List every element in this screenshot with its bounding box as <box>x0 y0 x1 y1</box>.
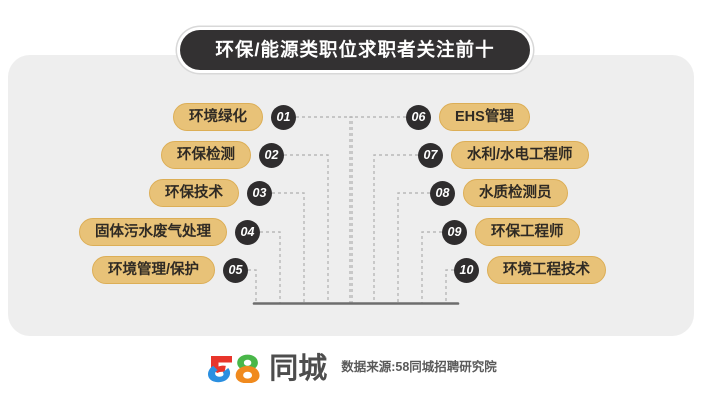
rank-row-07[interactable]: 07 水利/水电工程师 <box>418 140 702 170</box>
rank-badge-10: 10 <box>454 257 479 283</box>
rank-badge-03: 03 <box>247 180 272 206</box>
job-label-04: 固体污水废气处理 <box>95 223 211 240</box>
data-source-label: 数据来源:58同城招聘研究院 <box>341 359 497 374</box>
job-label-03: 环保技术 <box>165 184 223 201</box>
job-label-07: 水利/水电工程师 <box>467 146 573 163</box>
rank-number-07: 07 <box>423 147 438 162</box>
rank-number-04: 04 <box>240 224 255 239</box>
rank-row-08[interactable]: 08 水质检测员 <box>430 178 702 208</box>
job-pill-06[interactable]: EHS管理 <box>439 103 530 131</box>
rank-number-08: 08 <box>435 185 450 200</box>
rank-badge-01: 01 <box>271 104 296 130</box>
rank-badge-05: 05 <box>223 257 248 283</box>
rank-row-09[interactable]: 09 环保工程师 <box>442 217 702 247</box>
rank-row-03[interactable]: 环保技术 03 <box>0 178 272 208</box>
rank-number-09: 09 <box>447 224 462 239</box>
logo-58-mark-icon <box>205 353 267 383</box>
rank-number-03: 03 <box>252 185 267 200</box>
job-label-09: 环保工程师 <box>491 223 564 240</box>
job-label-01: 环境绿化 <box>189 108 247 125</box>
rank-badge-08: 08 <box>430 180 455 206</box>
job-label-06: EHS管理 <box>455 108 514 125</box>
rank-badge-04: 04 <box>235 219 260 245</box>
rank-number-06: 06 <box>411 109 426 124</box>
rank-number-01: 01 <box>276 109 291 124</box>
rank-row-04[interactable]: 固体污水废气处理 04 <box>0 217 260 247</box>
job-label-02: 环保检测 <box>177 146 235 163</box>
job-pill-05[interactable]: 环境管理/保护 <box>91 256 215 284</box>
job-label-08: 水质检测员 <box>479 184 552 201</box>
rank-number-02: 02 <box>264 147 279 162</box>
rank-badge-02: 02 <box>259 142 284 168</box>
job-pill-04[interactable]: 固体污水废气处理 <box>79 218 227 246</box>
job-pill-02[interactable]: 环保检测 <box>161 141 251 169</box>
rank-row-02[interactable]: 环保检测 02 <box>0 140 284 170</box>
job-pill-01[interactable]: 环境绿化 <box>173 103 263 131</box>
brand-logo: 同城 <box>205 353 328 385</box>
rank-badge-06: 06 <box>406 104 431 130</box>
job-pill-08[interactable]: 水质检测员 <box>463 179 568 207</box>
rank-badge-09: 09 <box>442 219 467 245</box>
rank-row-05[interactable]: 环境管理/保护 05 <box>0 255 248 285</box>
job-label-10: 环境工程技术 <box>503 261 590 278</box>
job-pill-09[interactable]: 环保工程师 <box>475 218 580 246</box>
rank-row-01[interactable]: 环境绿化 01 <box>0 102 296 132</box>
rank-number-10: 10 <box>459 262 474 277</box>
rank-row-10[interactable]: 10 环境工程技术 <box>454 255 702 285</box>
job-pill-03[interactable]: 环保技术 <box>149 179 239 207</box>
job-pill-10[interactable]: 环境工程技术 <box>487 256 606 284</box>
page-title: 环保/能源类职位求职者关注前十 <box>215 38 495 60</box>
rank-row-06[interactable]: 06 EHS管理 <box>406 102 702 132</box>
job-label-05: 环境管理/保护 <box>107 261 199 278</box>
rank-number-05: 05 <box>228 262 243 277</box>
title-capsule: 环保/能源类职位求职者关注前十 <box>180 30 530 70</box>
job-pill-07[interactable]: 水利/水电工程师 <box>451 141 589 169</box>
footer: 同城 数据来源:58同城招聘研究院 <box>0 348 702 388</box>
rank-badge-07: 07 <box>418 142 443 168</box>
logo-wordmark: 同城 <box>269 353 328 385</box>
